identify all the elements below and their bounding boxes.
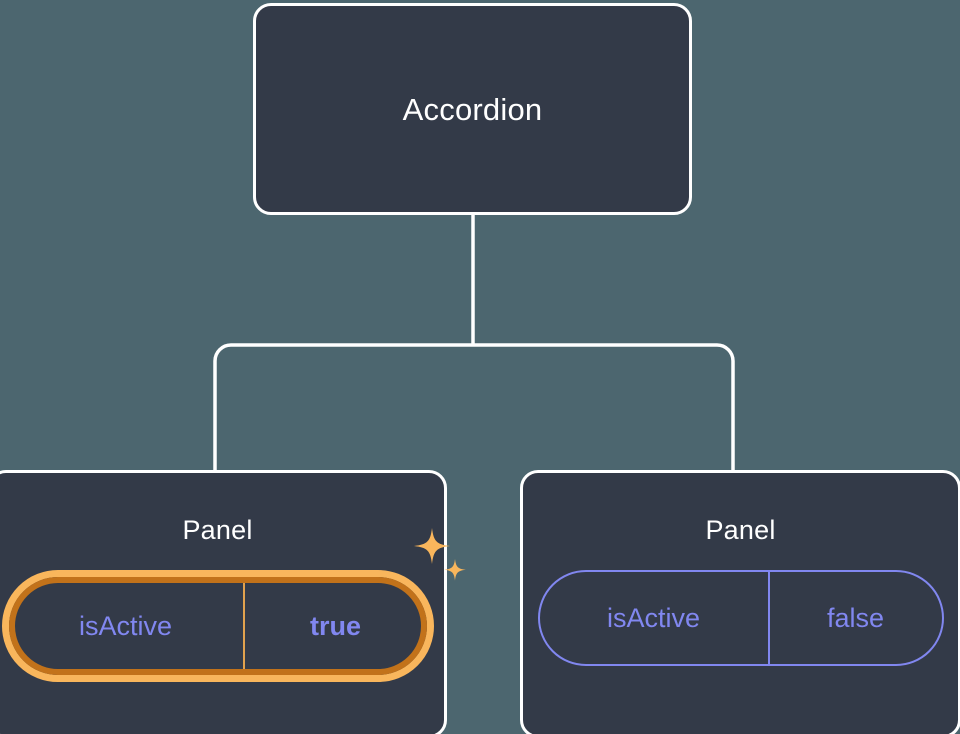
node-panel-active[interactable]: Panel isActive true bbox=[0, 470, 466, 734]
prop-pill-isactive-true[interactable]: isActive true bbox=[1, 570, 434, 682]
node-panel-active-title: Panel bbox=[182, 515, 253, 545]
edge-root-to-children bbox=[213, 215, 735, 470]
prop-pill-isactive-false[interactable]: isActive false bbox=[537, 570, 944, 666]
prop-pill-wrapper-inactive: isActive false bbox=[537, 570, 944, 666]
prop-value-label: false bbox=[767, 572, 942, 664]
node-panel-inactive-title: Panel bbox=[705, 515, 776, 545]
node-accordion[interactable]: Accordion bbox=[253, 3, 692, 215]
prop-value-label: true bbox=[242, 577, 427, 675]
prop-key-label: isActive bbox=[78, 610, 173, 641]
node-panel-inactive[interactable]: Panel isActive false bbox=[520, 470, 960, 734]
node-accordion-title: Accordion bbox=[402, 91, 543, 127]
prop-pill-wrapper-active: isActive true bbox=[1, 528, 466, 682]
prop-key-label: isActive bbox=[606, 602, 701, 633]
